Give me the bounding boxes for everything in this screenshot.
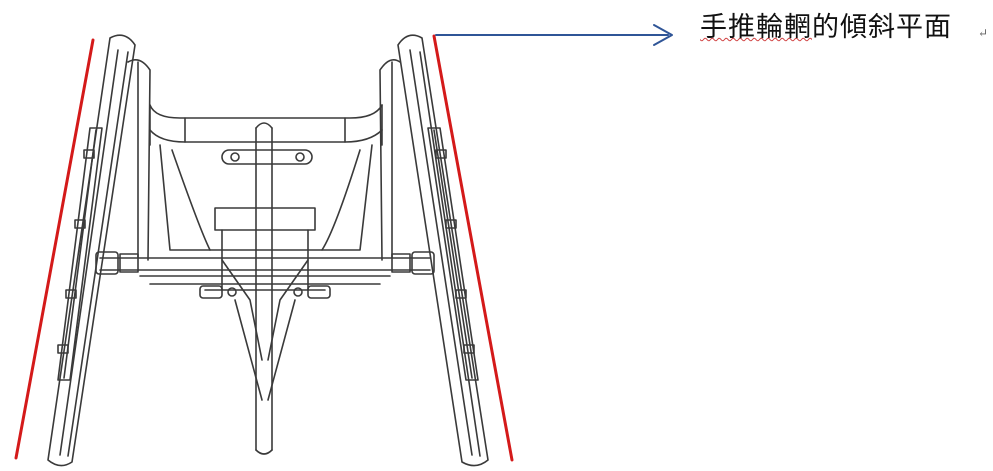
- left-incline-line: [16, 40, 93, 458]
- right-incline-line: [434, 36, 512, 460]
- left-wheel: [48, 35, 135, 465]
- frame-back-posts: [128, 60, 400, 260]
- axle-assembly: [96, 252, 434, 284]
- annotation-text-main: 手推輪輞: [700, 12, 812, 43]
- paragraph-mark: ↵: [978, 26, 989, 40]
- center-fork: [200, 123, 330, 454]
- annotation-label: 手推輪輞的傾斜平面: [700, 14, 952, 41]
- annotation-text-rest: 的傾斜平面: [812, 12, 952, 43]
- callout-arrow: [436, 25, 672, 45]
- seat-back: [150, 105, 382, 250]
- right-wheel: [398, 35, 488, 465]
